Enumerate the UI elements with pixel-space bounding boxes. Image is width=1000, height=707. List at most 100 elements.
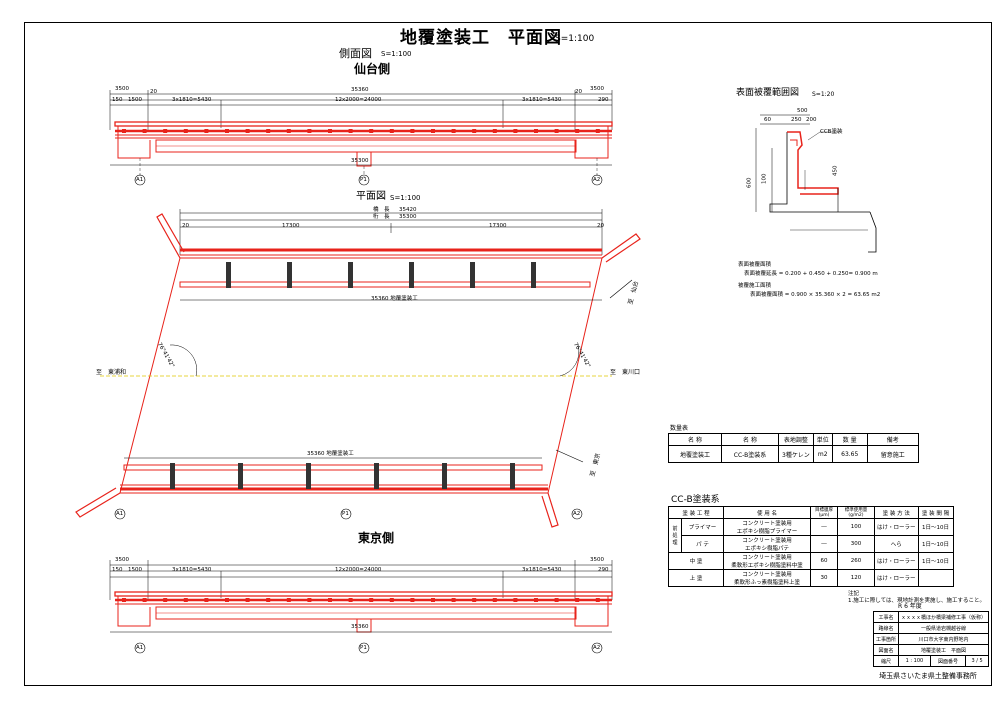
elev-top-left-seg: 3x1810=5430 [172, 97, 212, 103]
notes: 注記 1.施工に際しては、現地計測を実施し、施工すること。 [848, 591, 985, 604]
elev-top-small-b2: 20 [575, 89, 582, 95]
spec-header-0: 塗 装 工 程 [668, 506, 724, 519]
detail-qty-calc: 表面被覆面積 = 0.900 × 35.360 × 2 = 63.65 m2 [750, 292, 881, 298]
detail-area-title: 表面被覆面積 [738, 262, 772, 268]
spec-r3-c4: はけ・ローラー [874, 552, 919, 570]
railing-post [410, 598, 415, 602]
railing-post [451, 598, 456, 602]
spec-r1-c3: 100 [837, 518, 875, 536]
spec-r1-c4: はけ・ローラー [874, 518, 919, 536]
plan-stiffeners [170, 262, 536, 489]
elevation-top [109, 90, 613, 186]
detail-dim-250: 250 [791, 117, 802, 123]
spec-table: 塗 装 工 程 使 用 名 目標膜厚 (μm) 標準使用量 (g/m2) 塗 装… [668, 506, 954, 587]
spec-r3-c0: 中 塗 [668, 552, 724, 570]
spec-group-label: 前処理 [668, 518, 682, 553]
railing-post [575, 598, 580, 602]
deck-stiffener [374, 463, 379, 489]
railing-post [225, 598, 229, 602]
railing-post [492, 129, 497, 133]
deck-stiffener [238, 463, 243, 489]
qty-table-row: 地覆塗装工 CC-B塗装系 3種ケレン m2 63.65 留意施工 [668, 445, 919, 463]
elev-top-small-b: 20 [150, 89, 157, 95]
spec-r3-c5: 1日～10日 [917, 552, 954, 570]
elev-bot-small-a: 150 [112, 567, 123, 573]
railing-post [472, 598, 477, 602]
deck-stiffener [442, 463, 447, 489]
detail-dim-60: 60 [764, 117, 771, 123]
spec-r2-c1: コンクリート塗装用 エポキシ樹脂パテ [723, 535, 811, 553]
detail-dim-500: 500 [797, 108, 808, 114]
spec-table-caption: CC-B塗装系 [671, 495, 720, 505]
railing-post [122, 598, 126, 602]
spec-header-3: 標準使用量 (g/m2) [837, 506, 875, 519]
spec-r2-c3: 300 [837, 535, 875, 553]
plan-overall-label: 橋 長 [373, 207, 390, 213]
railing-post [307, 129, 312, 133]
railing-post [554, 598, 559, 602]
spec-header-4: 塗 装 方 法 [874, 506, 919, 519]
qty-header-0: 名 称 [668, 433, 722, 446]
elevation-top-posts [122, 129, 600, 133]
qty-header-2: 表地調整 [778, 433, 814, 446]
railing-post [245, 129, 250, 133]
detail-cc-label: CCB塗装 [820, 129, 843, 135]
detail-section [755, 114, 877, 253]
title-block-row: 路線名 一般県道岩槻越谷線 [872, 622, 990, 634]
elev-bot-total: 35360 [351, 624, 369, 630]
elev-bot-mid-seg: 12x2000=24000 [335, 567, 382, 573]
plan-coating-top: 35360 地覆塗装工 [371, 296, 418, 302]
railing-post [513, 598, 518, 602]
deck-stiffener [170, 463, 175, 489]
title-block: 工事名 ｘｘｘｘ橋ほか橋梁補修工事（仮称） 路線名 一般県道岩槻越谷線 工事箇所… [872, 611, 990, 667]
side-view-scale: S=1:100 [381, 50, 412, 58]
spec-row-1: 前処理 プライマー コンクリート塗装用 エポキシ樹脂プライマー ― 100 はけ… [668, 518, 954, 553]
spec-r1-c1: コンクリート塗装用 エポキシ樹脂プライマー [723, 518, 811, 536]
railing-post [328, 598, 332, 602]
title-block-row: 工事名 ｘｘｘｘ橋ほか橋梁補修工事（仮称） [872, 611, 990, 623]
title-block-row: 工事箇所 川口市大字東内野地内 [872, 633, 990, 645]
detail-scale: S=1:20 [812, 91, 835, 98]
spec-r4-c3: 120 [837, 569, 875, 587]
elevation-bottom-posts [122, 598, 600, 602]
spec-r1-c0: プライマー [681, 518, 724, 536]
qty-header-3: 単位 [812, 433, 833, 446]
railing-post [348, 129, 353, 133]
railing-post [163, 598, 168, 602]
spec-r2-c5: 1日～10日 [917, 535, 954, 553]
tb-r1-label: 路線名 [872, 622, 900, 634]
office-name: 埼玉県さいたま県土整備事務所 [879, 672, 977, 680]
railing-post [389, 129, 394, 133]
elev-bot-right-seg: 3x1810=5430 [522, 567, 562, 573]
tb-r0-label: 工事名 [872, 611, 900, 623]
railing-post [472, 129, 477, 133]
elev-top-mid-seg: 12x2000=24000 [335, 97, 382, 103]
railing-post [142, 598, 147, 602]
elev-top-total-low: 35300 [351, 158, 369, 164]
railing-post [431, 598, 435, 602]
tb-r1-value: 一般県道岩槻越谷線 [898, 622, 990, 634]
elev-bot-dim-right: 3500 [590, 557, 604, 563]
railing-post [204, 598, 209, 602]
tb-r4-label2: 図面番号 [929, 655, 967, 667]
elev-bot-left-seg: 3x1810=5430 [172, 567, 212, 573]
qty-header-1: 名 称 [721, 433, 779, 446]
spec-r1-c5: 1日～10日 [917, 518, 954, 536]
tb-r4-label: 縮尺 [872, 655, 900, 667]
support-a1-plan: A1 [116, 511, 124, 517]
deck-stiffener [226, 262, 231, 288]
detail-dim-200: 200 [806, 117, 817, 123]
spec-row-2: パ テ コンクリート塗装用 エポキシ樹脂パテ ― 300 へら 1日～10日 [669, 535, 954, 553]
qty-cell-0: 地覆塗装工 [668, 445, 722, 463]
railing-post [266, 598, 271, 602]
side-view-title: 側面図 [339, 47, 372, 60]
detail-area-calc: 表面被覆延長 = 0.200 + 0.450 + 0.250= 0.900 m [744, 271, 878, 277]
tb-r2-value: 川口市大字東内野地内 [898, 633, 990, 645]
railing-post [204, 129, 209, 133]
plan-half-left: 17300 [282, 223, 300, 229]
support-p1-bot: P1 [360, 645, 367, 651]
qty-cell-5: 留意施工 [866, 445, 919, 463]
qty-header-4: 数 量 [831, 433, 868, 446]
railing-post [492, 598, 497, 602]
qty-table: 名 称 名 称 表地調整 単位 数 量 備考 地覆塗装工 CC-B塗装系 3種ケ… [668, 433, 919, 463]
